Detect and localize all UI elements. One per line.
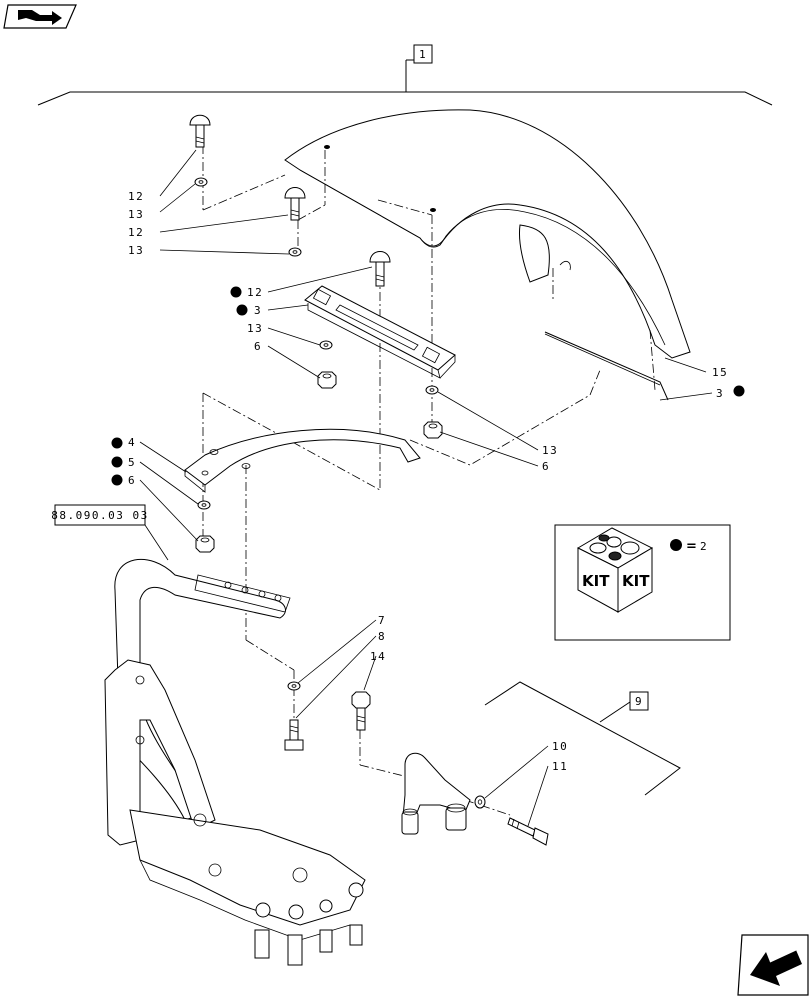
kit-dot [111,456,123,468]
nut-6-right [423,421,443,439]
support-frame [104,559,366,966]
callout-6-bracket: 6 [254,340,262,353]
kit-dot [111,474,123,486]
assembly-ref-label: 1 [419,48,427,61]
kit-label-right: KIT [622,572,650,590]
nut-6-bracket [317,371,337,389]
kit-legend: KIT KIT = 2 [554,524,731,641]
callout-labels: 12 13 12 13 12 3 13 6 4 5 6 15 3 13 6 7 … [128,190,728,773]
callout-4: 4 [128,436,136,449]
mounting-bracket [401,752,471,835]
fender [284,109,691,359]
callout-7: 7 [378,614,386,627]
leader-lines [139,149,713,827]
bolt-11 [507,817,549,846]
kit-dot [111,437,123,449]
group-bracket [484,681,681,796]
callout-6-strap: 6 [128,474,136,487]
callout-13-top: 13 [128,208,144,221]
callout-14: 14 [370,650,386,663]
bolt-12-top [189,114,211,148]
kit-dot [670,539,682,551]
callout-6-right: 6 [542,460,550,473]
nut-6-strap [195,535,215,553]
callout-3-fender: 3 [716,387,724,400]
kit-label-left: KIT [582,572,610,590]
washer-5 [197,500,211,510]
callout-8: 8 [378,630,386,643]
callout-13-middle: 13 [128,244,144,257]
callout-11: 11 [552,760,568,773]
cross-reference-label: 88.090.03 03 [51,509,148,522]
washer-13-middle [288,247,302,257]
washer-13-right [425,385,439,395]
kit-dot [236,304,248,316]
kit-equals: = [686,539,697,554]
bolt-8 [284,719,304,751]
callout-13-right: 13 [542,444,558,457]
callout-12-top: 12 [128,190,144,203]
callout-10: 10 [552,740,568,753]
callout-15: 15 [712,366,728,379]
fender-strip [544,331,669,401]
kit-number: 2 [700,540,708,553]
washer-13-bracket [319,340,333,350]
strap-4 [184,428,421,493]
bolt-12-lower [369,251,391,287]
cross-reference-box[interactable]: 88.090.03 03 [51,504,169,561]
assembly-bracket [37,59,773,106]
arrow-right-icon[interactable] [3,4,77,29]
washer-10 [474,795,486,809]
callout-13-bracket: 13 [247,322,263,335]
washer-7 [287,681,301,691]
kit-dots [111,286,745,486]
callout-12-middle: 12 [128,226,144,239]
kit-dot [733,385,745,397]
callout-12-lower: 12 [247,286,263,299]
arrow-back-icon[interactable] [737,934,809,996]
group-ref-label: 9 [635,695,643,708]
assembly-ref-box[interactable]: 1 [413,44,433,64]
washer-13-top [194,177,208,187]
bolt-14 [351,691,371,731]
kit-dot [230,286,242,298]
group-ref-box[interactable]: 9 [629,691,649,711]
bolt-12-middle [284,187,306,221]
bracket-3 [304,285,456,379]
kit-box-icon: KIT KIT [576,527,654,613]
callout-3-bracket: 3 [254,304,262,317]
callout-5: 5 [128,456,136,469]
